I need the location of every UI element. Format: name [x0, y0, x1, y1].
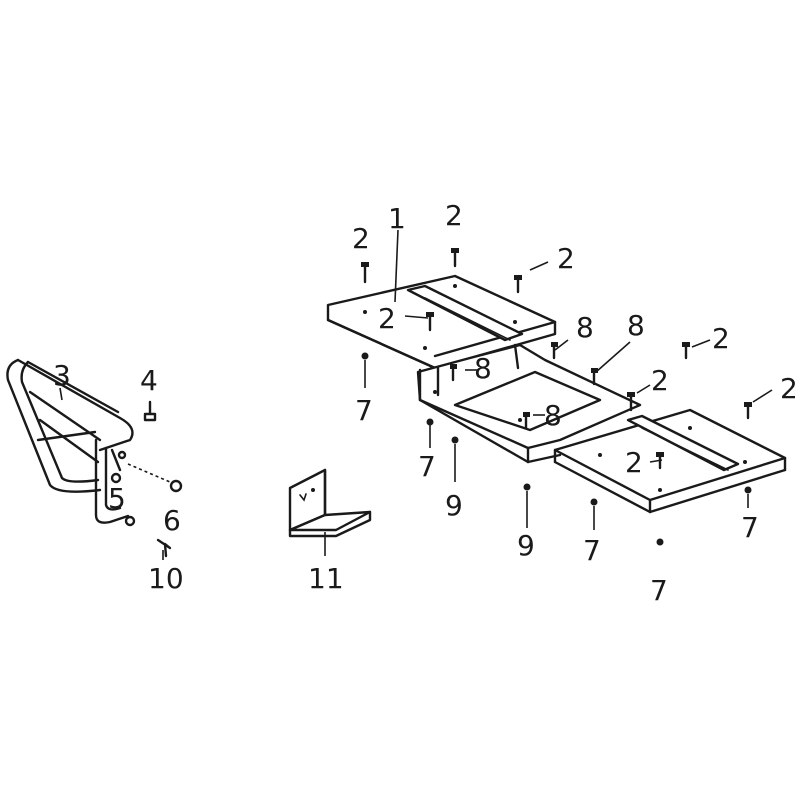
nut-icon [361, 352, 369, 360]
screws [450, 342, 598, 430]
bolt-icon [426, 312, 434, 332]
callout-8: 8 [576, 311, 594, 344]
callout-4: 4 [140, 364, 158, 397]
callout-8: 8 [474, 352, 492, 385]
bumper-bolt-icon [143, 400, 157, 422]
screw-icon [450, 364, 457, 382]
skid-plate [326, 274, 787, 514]
screw-icon [591, 368, 598, 386]
bolt-icon [514, 275, 522, 294]
callout-7: 7 [355, 394, 373, 427]
nuts-and-washers [361, 352, 752, 546]
bolt-icon [682, 342, 690, 360]
bolt-icon [361, 262, 369, 284]
callout-11: 11 [308, 562, 344, 595]
callout-7: 7 [650, 574, 668, 607]
callout-6: 6 [163, 504, 181, 537]
bolt-icon [451, 248, 459, 268]
callout-7: 7 [583, 534, 601, 567]
callout-3: 3 [53, 359, 71, 392]
callout-2: 2 [780, 372, 798, 405]
callout-9: 9 [517, 529, 535, 562]
callout-2: 2 [557, 242, 575, 275]
nut-icon [590, 498, 598, 506]
screw-icon [523, 412, 530, 430]
callout-2: 2 [625, 446, 643, 479]
callout-9: 9 [445, 489, 463, 522]
bolts [361, 248, 752, 470]
callout-2: 2 [651, 364, 669, 397]
nut-icon [426, 418, 434, 426]
bracket [288, 468, 372, 538]
bumper-washer-icon [110, 472, 122, 484]
callout-2: 2 [445, 199, 463, 232]
callout-8: 8 [627, 309, 645, 342]
callout-labels: 1 2 2 2 2 2 2 2 2 3 4 5 6 7 7 7 7 7 8 8 … [53, 199, 798, 607]
front-bumper [6, 358, 136, 527]
leader-lines [59, 229, 773, 560]
bolt-icon [656, 452, 664, 470]
callout-5: 5 [108, 482, 126, 515]
bumper-clip-icon [156, 538, 172, 558]
callout-2: 2 [352, 222, 370, 255]
callout-8: 8 [544, 399, 562, 432]
callout-7: 7 [418, 450, 436, 483]
callout-10: 10 [148, 562, 184, 595]
callout-1: 1 [388, 202, 406, 235]
nut-icon [744, 486, 752, 494]
bolt-icon [627, 392, 635, 412]
callout-2: 2 [712, 322, 730, 355]
screw-icon [551, 342, 558, 360]
callout-7: 7 [741, 511, 759, 544]
bolt-icon [744, 402, 752, 420]
washer-icon [451, 436, 459, 444]
washer-icon [523, 483, 531, 491]
bumper-nut-icon [127, 463, 183, 493]
callout-2: 2 [378, 302, 396, 335]
nut-icon [656, 538, 664, 546]
